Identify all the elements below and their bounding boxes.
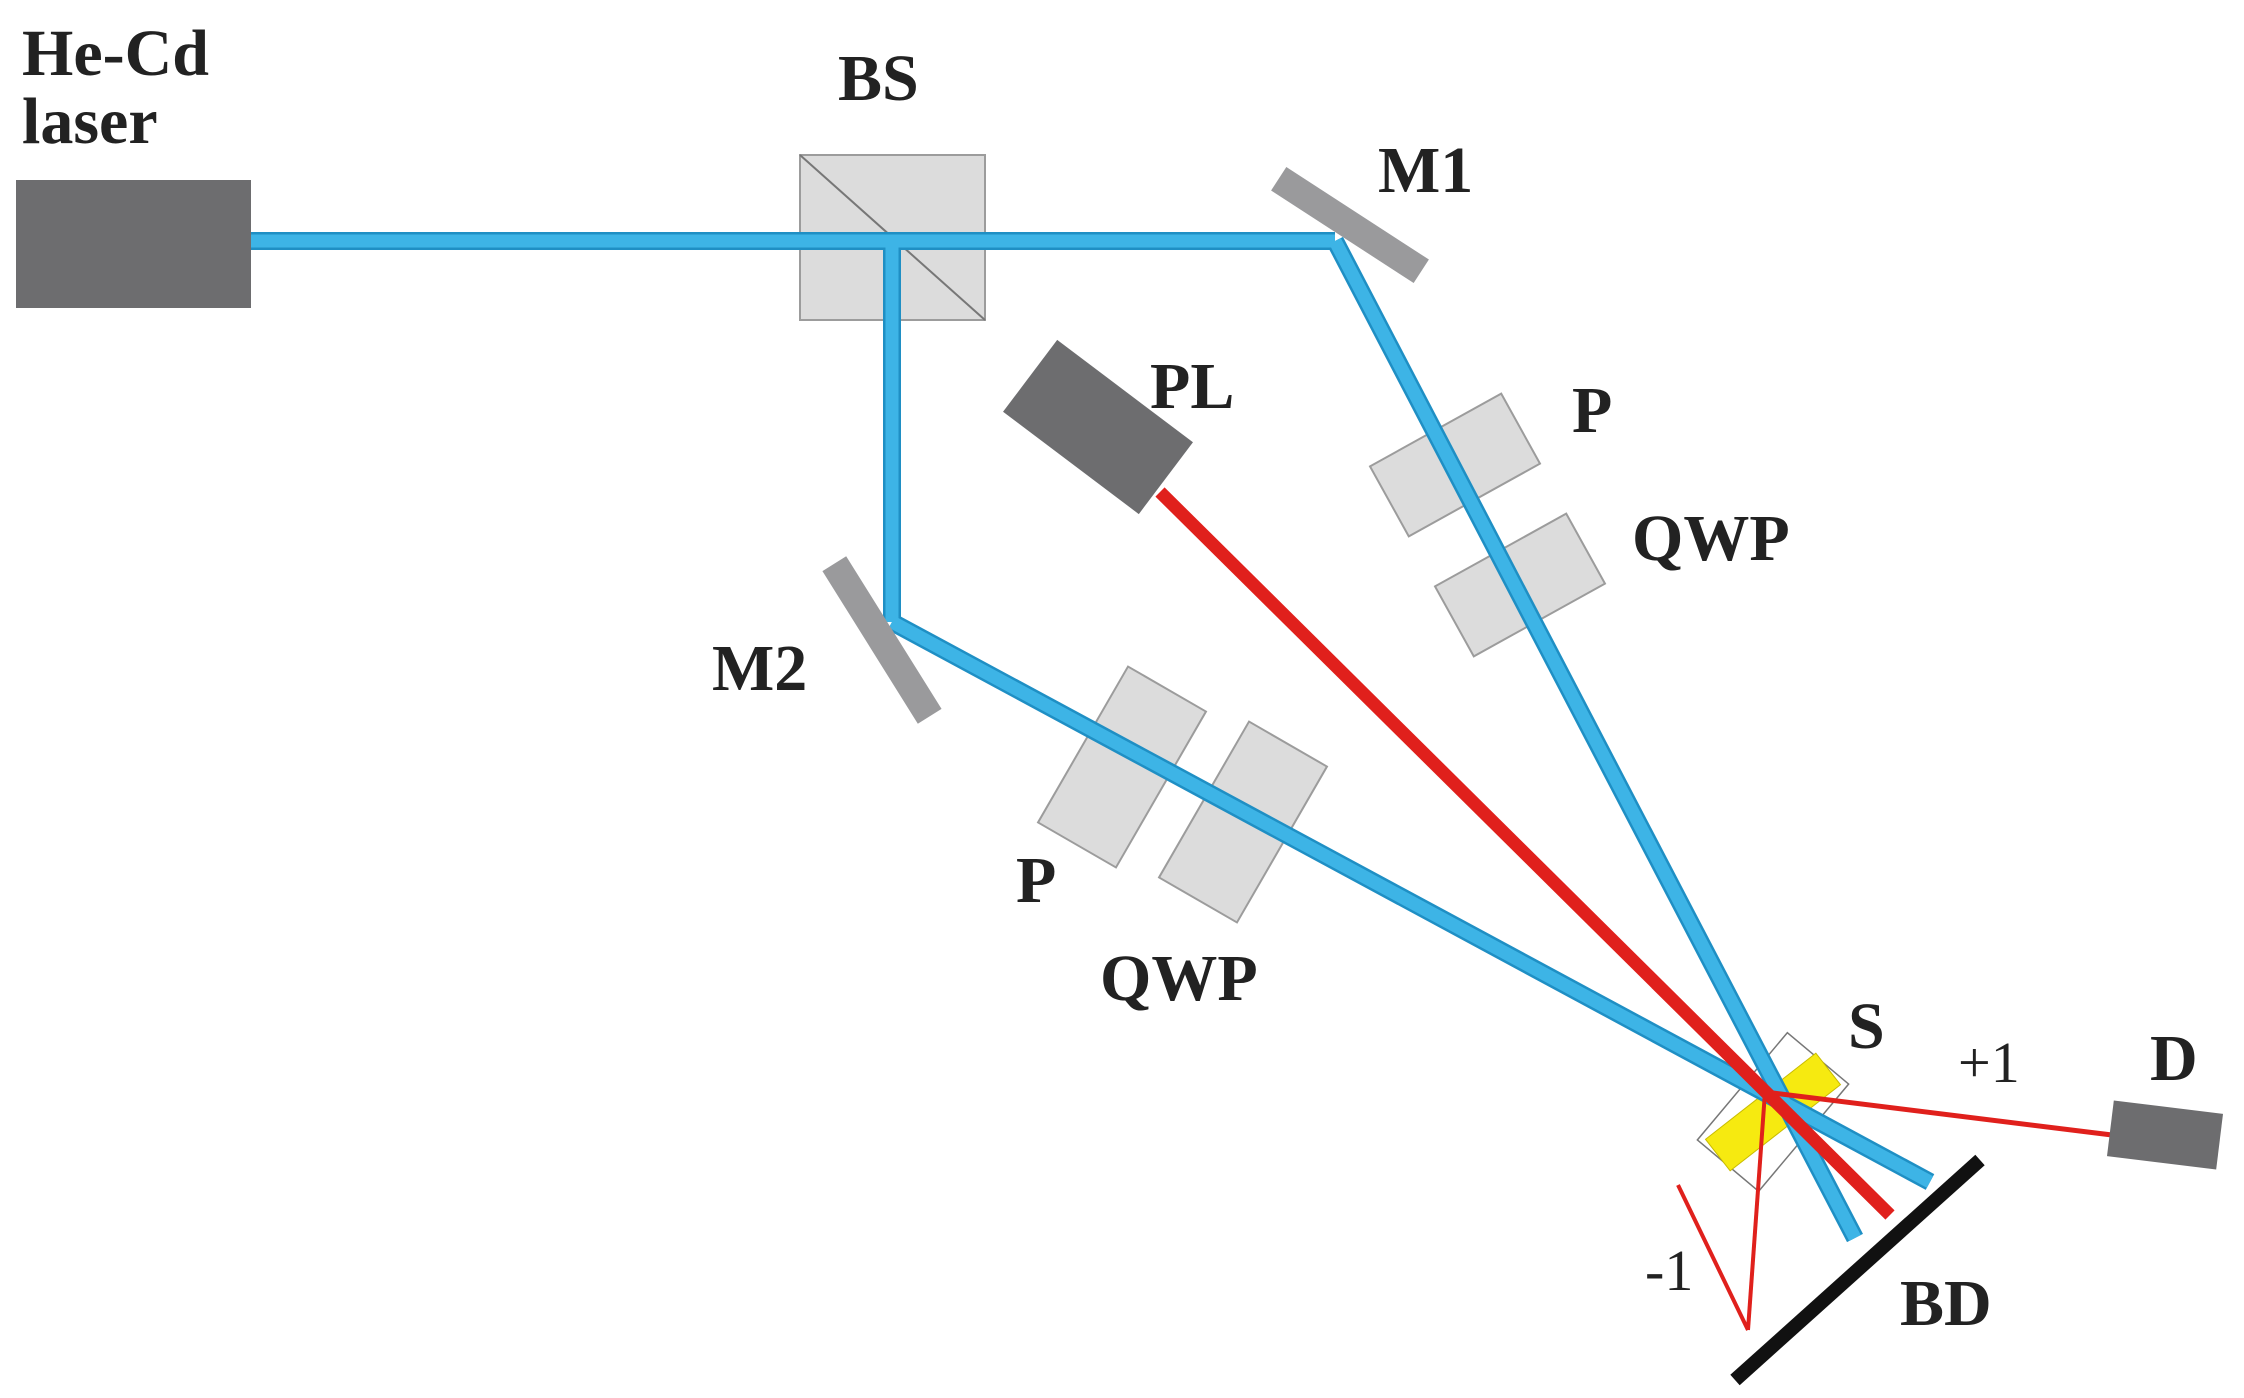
sample-label: S [1848, 990, 1885, 1063]
qwp-lower [1157, 720, 1329, 924]
probe-laser [1003, 339, 1193, 515]
bs-label: BS [838, 42, 919, 115]
red-minus-one-reflected [1676, 1184, 1750, 1331]
he-cd-beam-paths [250, 232, 1935, 1243]
detector [2106, 1100, 2224, 1170]
detector-label: D [2150, 1022, 2198, 1095]
red-plus-one-order [1764, 1089, 2113, 1138]
he-cd-laser [16, 180, 251, 308]
minus-one-order-label: -1 [1645, 1238, 1693, 1303]
qwp-lower-label: QWP [1100, 942, 1258, 1015]
mirror-m2 [822, 556, 942, 724]
beam-dump-label: BD [1900, 1267, 1992, 1340]
pl-label: PL [1150, 350, 1234, 423]
red-minus-one-order [1746, 1091, 1767, 1331]
p-lower-label: P [1016, 844, 1056, 917]
laser-label-line2: laser [22, 85, 158, 158]
laser-label-line1: He-Cd [22, 17, 209, 90]
m2-label: M2 [712, 632, 807, 705]
polarizer-lower [1036, 665, 1208, 869]
mirror-m1 [1271, 166, 1429, 284]
plus-one-order-label: +1 [1958, 1030, 2020, 1095]
beam-dump [1730, 1154, 1985, 1386]
qwp-upper-label: QWP [1632, 502, 1790, 575]
m1-label: M1 [1378, 134, 1473, 207]
p-upper-label: P [1572, 374, 1612, 447]
probe-beam-paths [1155, 487, 2113, 1331]
